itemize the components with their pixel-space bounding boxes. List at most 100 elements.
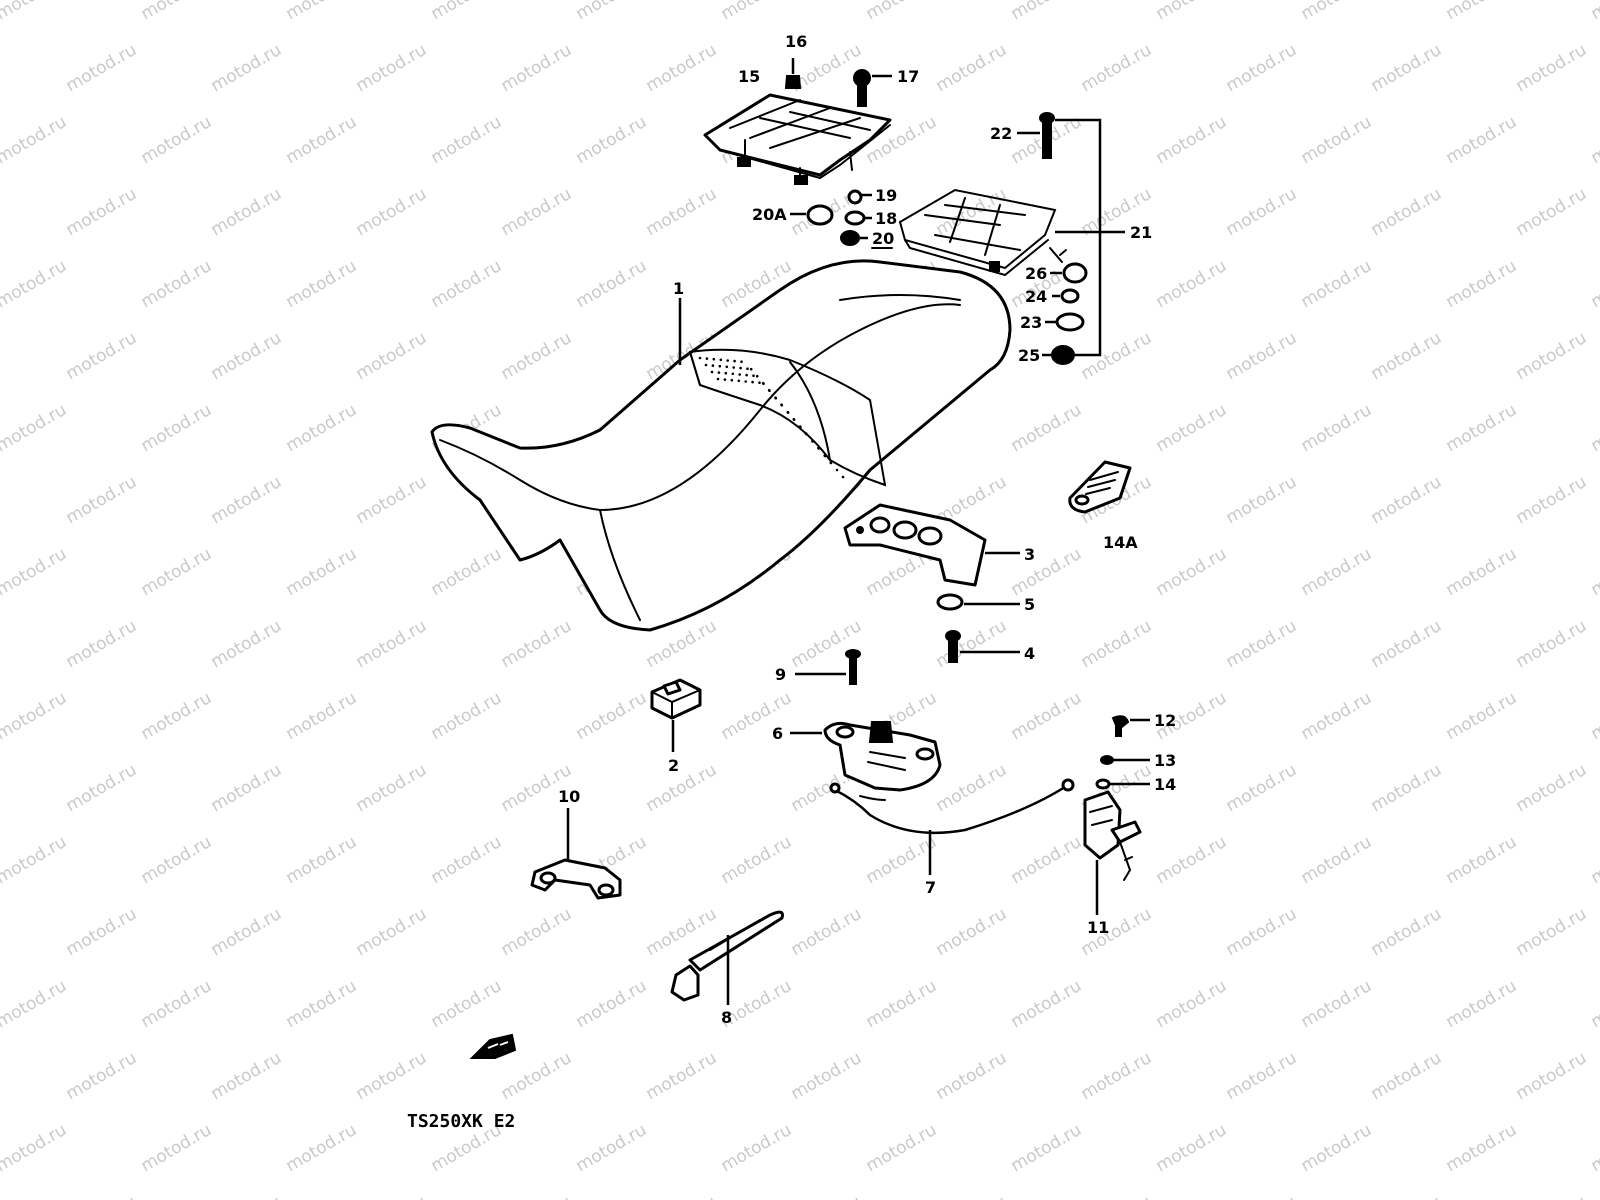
label-13: 13 <box>1154 751 1176 770</box>
seat-base-bracket-part-3[interactable] <box>843 503 987 587</box>
watermark-text: motod.ru <box>0 544 70 600</box>
label-22: 22 <box>990 124 1012 143</box>
rubber-block-part-2[interactable] <box>650 678 702 752</box>
label-20: 20 <box>872 229 894 248</box>
part-labels: 1 2 3 4 5 6 7 8 9 10 11 12 13 14 14A 15 … <box>558 32 1176 1027</box>
watermark-text: motod.ru <box>498 1048 576 1104</box>
washer-part-19[interactable] <box>847 189 872 205</box>
carrier-part-21[interactable] <box>898 188 1057 277</box>
washer-part-24[interactable] <box>1052 288 1080 304</box>
watermark-text: motod.ru <box>1588 688 1600 744</box>
bolt-part-22[interactable] <box>1017 112 1055 159</box>
label-19: 19 <box>875 186 897 205</box>
watermark-text: motod.ru <box>498 184 576 240</box>
label-20a: 20A <box>752 205 787 224</box>
watermark-text: motod.ru <box>1443 256 1521 312</box>
nut-part-25[interactable] <box>1042 345 1075 365</box>
label-2: 2 <box>668 756 679 775</box>
watermark-text: motod.ru <box>1223 1048 1301 1104</box>
watermark-text: motod.ru <box>208 328 286 384</box>
bracket-part-10[interactable] <box>530 808 622 900</box>
strap-dot <box>710 370 714 374</box>
strap-dot <box>823 454 827 458</box>
watermark-text: motod.ru <box>1008 976 1086 1032</box>
watermark-text: motod.ru <box>788 904 866 960</box>
label-5: 5 <box>1024 595 1035 614</box>
seat-part-1[interactable] <box>430 259 1012 632</box>
bolt-part-4[interactable] <box>945 630 1020 663</box>
watermark-text: motod.ru <box>353 184 431 240</box>
watermark-text: motod.ru <box>1368 616 1446 672</box>
lock-cylinder-part-11[interactable] <box>1083 790 1142 915</box>
strap-dot <box>774 396 778 400</box>
watermark-text: motod.ru <box>933 616 1011 672</box>
bolt-part-16[interactable] <box>784 58 802 89</box>
watermark-text: motod.ru <box>718 832 796 888</box>
strap-dot <box>841 475 845 479</box>
nut-part-26[interactable] <box>1049 247 1088 284</box>
watermark-text: motod.ru <box>718 0 796 24</box>
screw-part-9[interactable] <box>795 649 861 685</box>
watermark-text: motod.ru <box>933 40 1011 96</box>
watermark-text: motod.ru <box>788 1192 866 1200</box>
watermark-text: motod.ru <box>353 40 431 96</box>
watermark-text: motod.ru <box>1443 112 1521 168</box>
strap-dot <box>829 461 833 465</box>
watermark-text: motod.ru <box>1513 40 1591 96</box>
watermark-text: motod.ru <box>643 40 721 96</box>
watermark-text: motod.ru <box>1223 328 1301 384</box>
cushion-part-20a[interactable] <box>790 204 834 226</box>
strap-dot <box>705 357 709 360</box>
screw-part-12[interactable] <box>1111 715 1150 737</box>
washer-part-23[interactable] <box>1045 312 1085 332</box>
label-7: 7 <box>925 878 936 897</box>
watermark-text: motod.ru <box>0 0 70 24</box>
label-26: 26 <box>1025 264 1047 283</box>
seat-strap-dots <box>698 356 845 479</box>
label-14: 14 <box>1154 775 1176 794</box>
strap-dot <box>725 365 729 369</box>
washer-part-13[interactable] <box>1100 755 1150 765</box>
seat-lock-cable-part-7[interactable] <box>829 778 1075 875</box>
strap-dot <box>752 374 755 378</box>
strap-dot <box>726 359 729 362</box>
seat-lock-part-6[interactable] <box>790 721 942 792</box>
washer-part-18[interactable] <box>844 210 872 226</box>
watermark-text: motod.ru <box>498 616 576 672</box>
washer-part-5[interactable] <box>936 593 1020 611</box>
strap-dot <box>716 377 720 381</box>
watermark-text: motod.ru <box>1223 1192 1301 1200</box>
watermark-text: motod.ru <box>1298 544 1376 600</box>
watermark-text: motod.ru <box>1008 0 1086 24</box>
watermark-text: motod.ru <box>1588 544 1600 600</box>
strap-dot <box>718 364 722 368</box>
rear-rack-part-15[interactable] <box>703 93 892 185</box>
watermark-text: motod.ru <box>1153 544 1231 600</box>
watermark-text: motod.ru <box>138 112 216 168</box>
strap-dot <box>730 378 734 382</box>
watermark-text: motod.ru <box>0 400 70 456</box>
watermark-text: motod.ru <box>1223 760 1301 816</box>
strap-dot <box>755 374 759 378</box>
watermark-text: motod.ru <box>208 472 286 528</box>
strap-dot <box>724 371 728 375</box>
label-4: 4 <box>1024 644 1035 663</box>
watermark-text: motod.ru <box>1588 400 1600 456</box>
strap-dot <box>746 367 749 371</box>
strap-dot <box>751 380 754 384</box>
watermark-text: motod.ru <box>283 256 361 312</box>
watermark-text: motod.ru <box>1588 256 1600 312</box>
watermark-text: motod.ru <box>283 1120 361 1176</box>
watermark-text: motod.ru <box>353 1048 431 1104</box>
washer-part-14[interactable] <box>1095 778 1150 790</box>
nut-part-20[interactable] <box>840 230 868 246</box>
watermark-text: motod.ru <box>863 976 941 1032</box>
tag-part-14a[interactable] <box>1068 460 1132 514</box>
strap-dot <box>738 373 741 376</box>
watermark-text: motod.ru <box>498 40 576 96</box>
bolt-part-17[interactable] <box>853 69 892 107</box>
watermark-text: motod.ru <box>1588 0 1600 24</box>
watermark-text: motod.ru <box>1153 256 1231 312</box>
watermark-text: motod.ru <box>1078 1048 1156 1104</box>
wrench-part-8[interactable] <box>670 910 784 1005</box>
